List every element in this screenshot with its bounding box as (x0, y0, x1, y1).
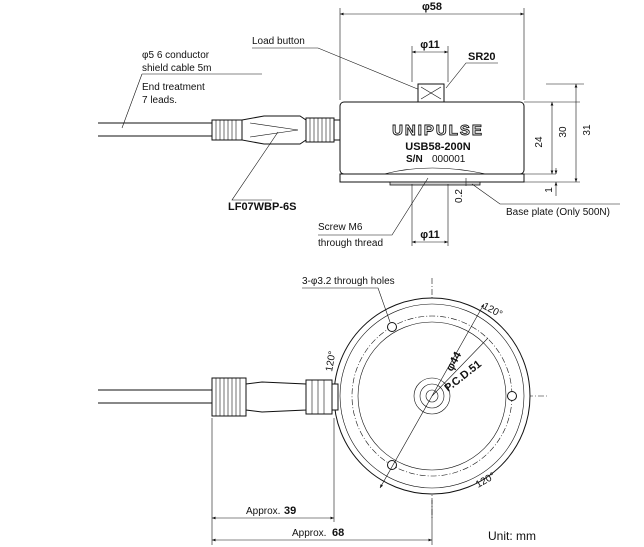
gap-0-2: 0.2 (454, 189, 465, 203)
screw-thread-label: through thread (318, 238, 383, 249)
side-view: φ58 φ11 Load button SR20 UNIPULSE USB58-… (98, 1, 620, 249)
serial-label: S/N (406, 154, 423, 165)
width-dimension: φ58 (422, 1, 442, 13)
end-treatment-line2: 7 leads. (142, 95, 177, 106)
unit-label: Unit: mm (488, 529, 536, 543)
approx-39-prefix: Approx. (246, 506, 280, 517)
brand-logo: UNIPULSE (392, 122, 484, 139)
base-curve (383, 167, 487, 175)
end-treatment-line1: End treatment (142, 82, 205, 93)
cable-spec-line1: φ5 6 conductor (142, 50, 210, 61)
base-height-1: 1 (544, 187, 555, 193)
connector-model-label: LF07WBP-6S (228, 201, 296, 213)
approx-39-value: 39 (284, 505, 296, 517)
front-connector (211, 377, 339, 417)
through-hole (387, 322, 397, 332)
serial-number: 000001 (432, 154, 466, 165)
front-view: 3-φ3.2 through holes φ44 P.C.D.51 120° 1… (98, 276, 548, 545)
angle-left-label: 120° (324, 350, 338, 372)
height-30: 30 (558, 126, 569, 138)
approx-68-prefix: Approx. (292, 528, 326, 539)
load-button-label: Load button (252, 36, 305, 47)
approx-68-value: 68 (332, 527, 344, 539)
cable-spec-line2: shield cable 5m (142, 63, 211, 74)
base-plate (389, 181, 481, 186)
height-24: 24 (534, 136, 545, 148)
model-number: USB58-200N (405, 141, 470, 153)
cable-connector (211, 115, 341, 145)
base-plate-label: Base plate (Only 500N) (506, 207, 610, 218)
screw-label: Screw M6 (318, 222, 363, 233)
button-diameter-label: φ11 (420, 39, 440, 51)
sr20-label: SR20 (468, 51, 496, 63)
through-holes-label: 3-φ3.2 through holes (302, 276, 395, 287)
through-hole (387, 460, 397, 470)
through-hole (507, 391, 517, 401)
height-31: 31 (582, 124, 593, 136)
screw-diameter-label: φ11 (420, 229, 440, 241)
